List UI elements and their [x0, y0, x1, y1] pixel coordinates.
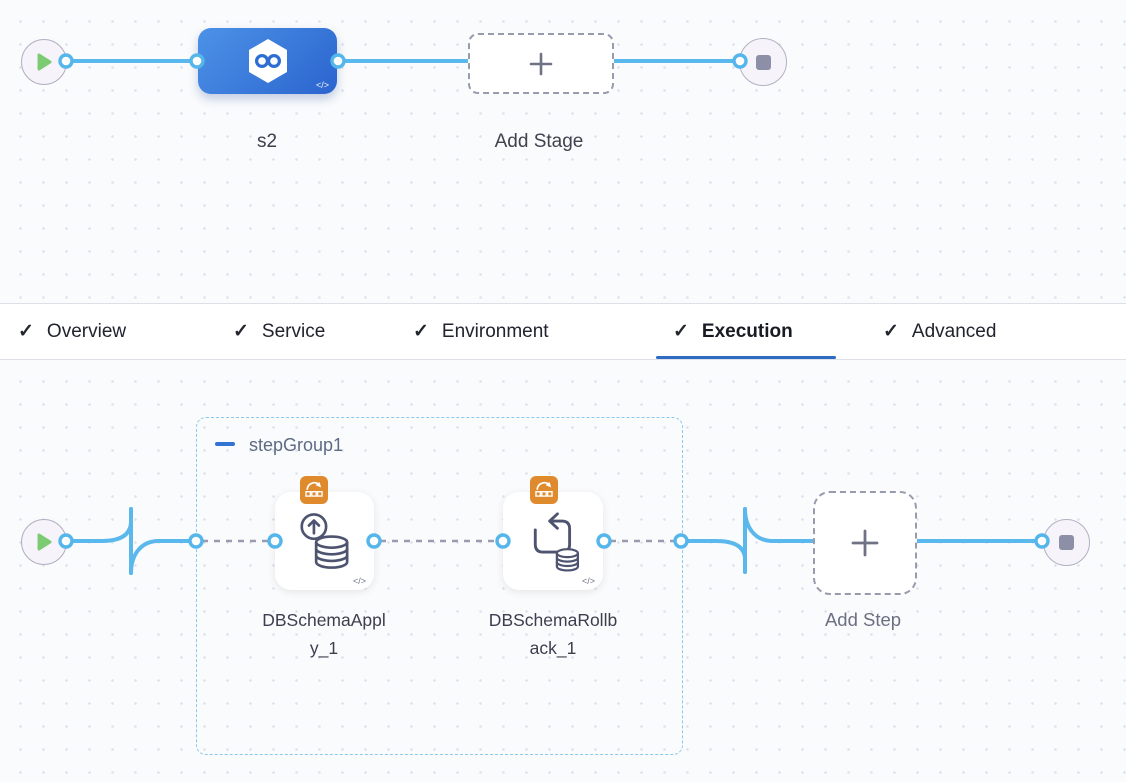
tab-overview[interactable]: ✓ Overview	[18, 304, 126, 359]
tab-label: Overview	[46, 320, 127, 342]
play-icon	[37, 533, 51, 551]
db-schema-apply-icon	[299, 513, 348, 569]
execution-canvas[interactable]: stepGroup1	[0, 360, 1126, 782]
step-label-dbschemaapply: DBSchemaAppl y_1	[262, 606, 386, 662]
add-step-button[interactable]	[813, 491, 917, 595]
step-label-line: DBSchemaAppl	[262, 610, 386, 630]
code-view-icon: </>	[352, 576, 366, 586]
connector-port[interactable]	[1034, 533, 1050, 549]
aws-service-badge-icon	[300, 476, 328, 504]
play-icon	[37, 53, 51, 71]
connector-port[interactable]	[330, 53, 346, 69]
tab-label: Execution	[701, 320, 793, 342]
active-tab-underline	[656, 356, 836, 359]
cd-stage-icon	[248, 39, 287, 83]
add-step-label: Add Step	[824, 609, 902, 630]
plus-icon	[851, 529, 879, 557]
check-icon: ✓	[233, 321, 249, 342]
connector-port[interactable]	[58, 533, 74, 549]
add-stage-label: Add Stage	[494, 131, 584, 152]
step-node-dbschemarollback[interactable]: </>	[503, 492, 603, 590]
step-group-label: stepGroup1	[249, 435, 344, 455]
tab-label: Service	[261, 320, 326, 342]
stage-config-tabbar: ✓ Overview ✓ Service ✓ Environment ✓ Exe…	[0, 303, 1126, 360]
stop-icon	[755, 54, 771, 70]
collapse-group-button[interactable]	[215, 442, 235, 446]
plus-icon	[529, 52, 553, 75]
add-stage-button[interactable]	[468, 33, 614, 94]
stage-pipeline-canvas[interactable]: </> s2 Add Stage	[0, 0, 1126, 303]
connector-port[interactable]	[366, 533, 382, 549]
connector-port[interactable]	[673, 533, 689, 549]
stage-label: s2	[256, 131, 278, 152]
execution-ports	[58, 533, 1050, 549]
step-group-container[interactable]	[196, 417, 683, 755]
tab-label: Advanced	[911, 320, 997, 342]
connector-port[interactable]	[189, 53, 205, 69]
stop-icon	[1059, 535, 1074, 550]
stage-node-s2[interactable]: </>	[198, 28, 337, 94]
check-icon: ✓	[18, 321, 34, 342]
tab-label: Environment	[441, 320, 549, 342]
check-icon: ✓	[883, 321, 899, 342]
check-icon: ✓	[413, 321, 429, 342]
tab-environment[interactable]: ✓ Environment	[413, 304, 549, 359]
tab-advanced[interactable]: ✓ Advanced	[883, 304, 996, 359]
connector-port[interactable]	[188, 533, 204, 549]
check-icon: ✓	[673, 321, 689, 342]
connector-port[interactable]	[58, 53, 74, 69]
aws-service-badge-icon	[530, 476, 558, 504]
stage-ports	[58, 53, 748, 69]
step-label-line: y_1	[309, 638, 339, 658]
connector-port[interactable]	[596, 533, 612, 549]
step-node-dbschemaapply[interactable]: </>	[275, 492, 374, 590]
connector-port[interactable]	[267, 533, 283, 549]
code-view-icon: </>	[581, 576, 595, 586]
execution-end-node	[1043, 519, 1090, 566]
connector-port[interactable]	[495, 533, 511, 549]
step-label-line: DBSchemaRollb	[488, 610, 618, 630]
code-view-icon: </>	[315, 80, 329, 90]
step-label-dbschemarollback: DBSchemaRollb ack_1	[489, 606, 617, 662]
tab-service[interactable]: ✓ Service	[233, 304, 325, 359]
tab-execution[interactable]: ✓ Execution	[673, 304, 793, 359]
connector-port[interactable]	[732, 53, 748, 69]
db-schema-rollback-icon	[533, 512, 580, 572]
step-label-line: ack_1	[529, 638, 577, 658]
